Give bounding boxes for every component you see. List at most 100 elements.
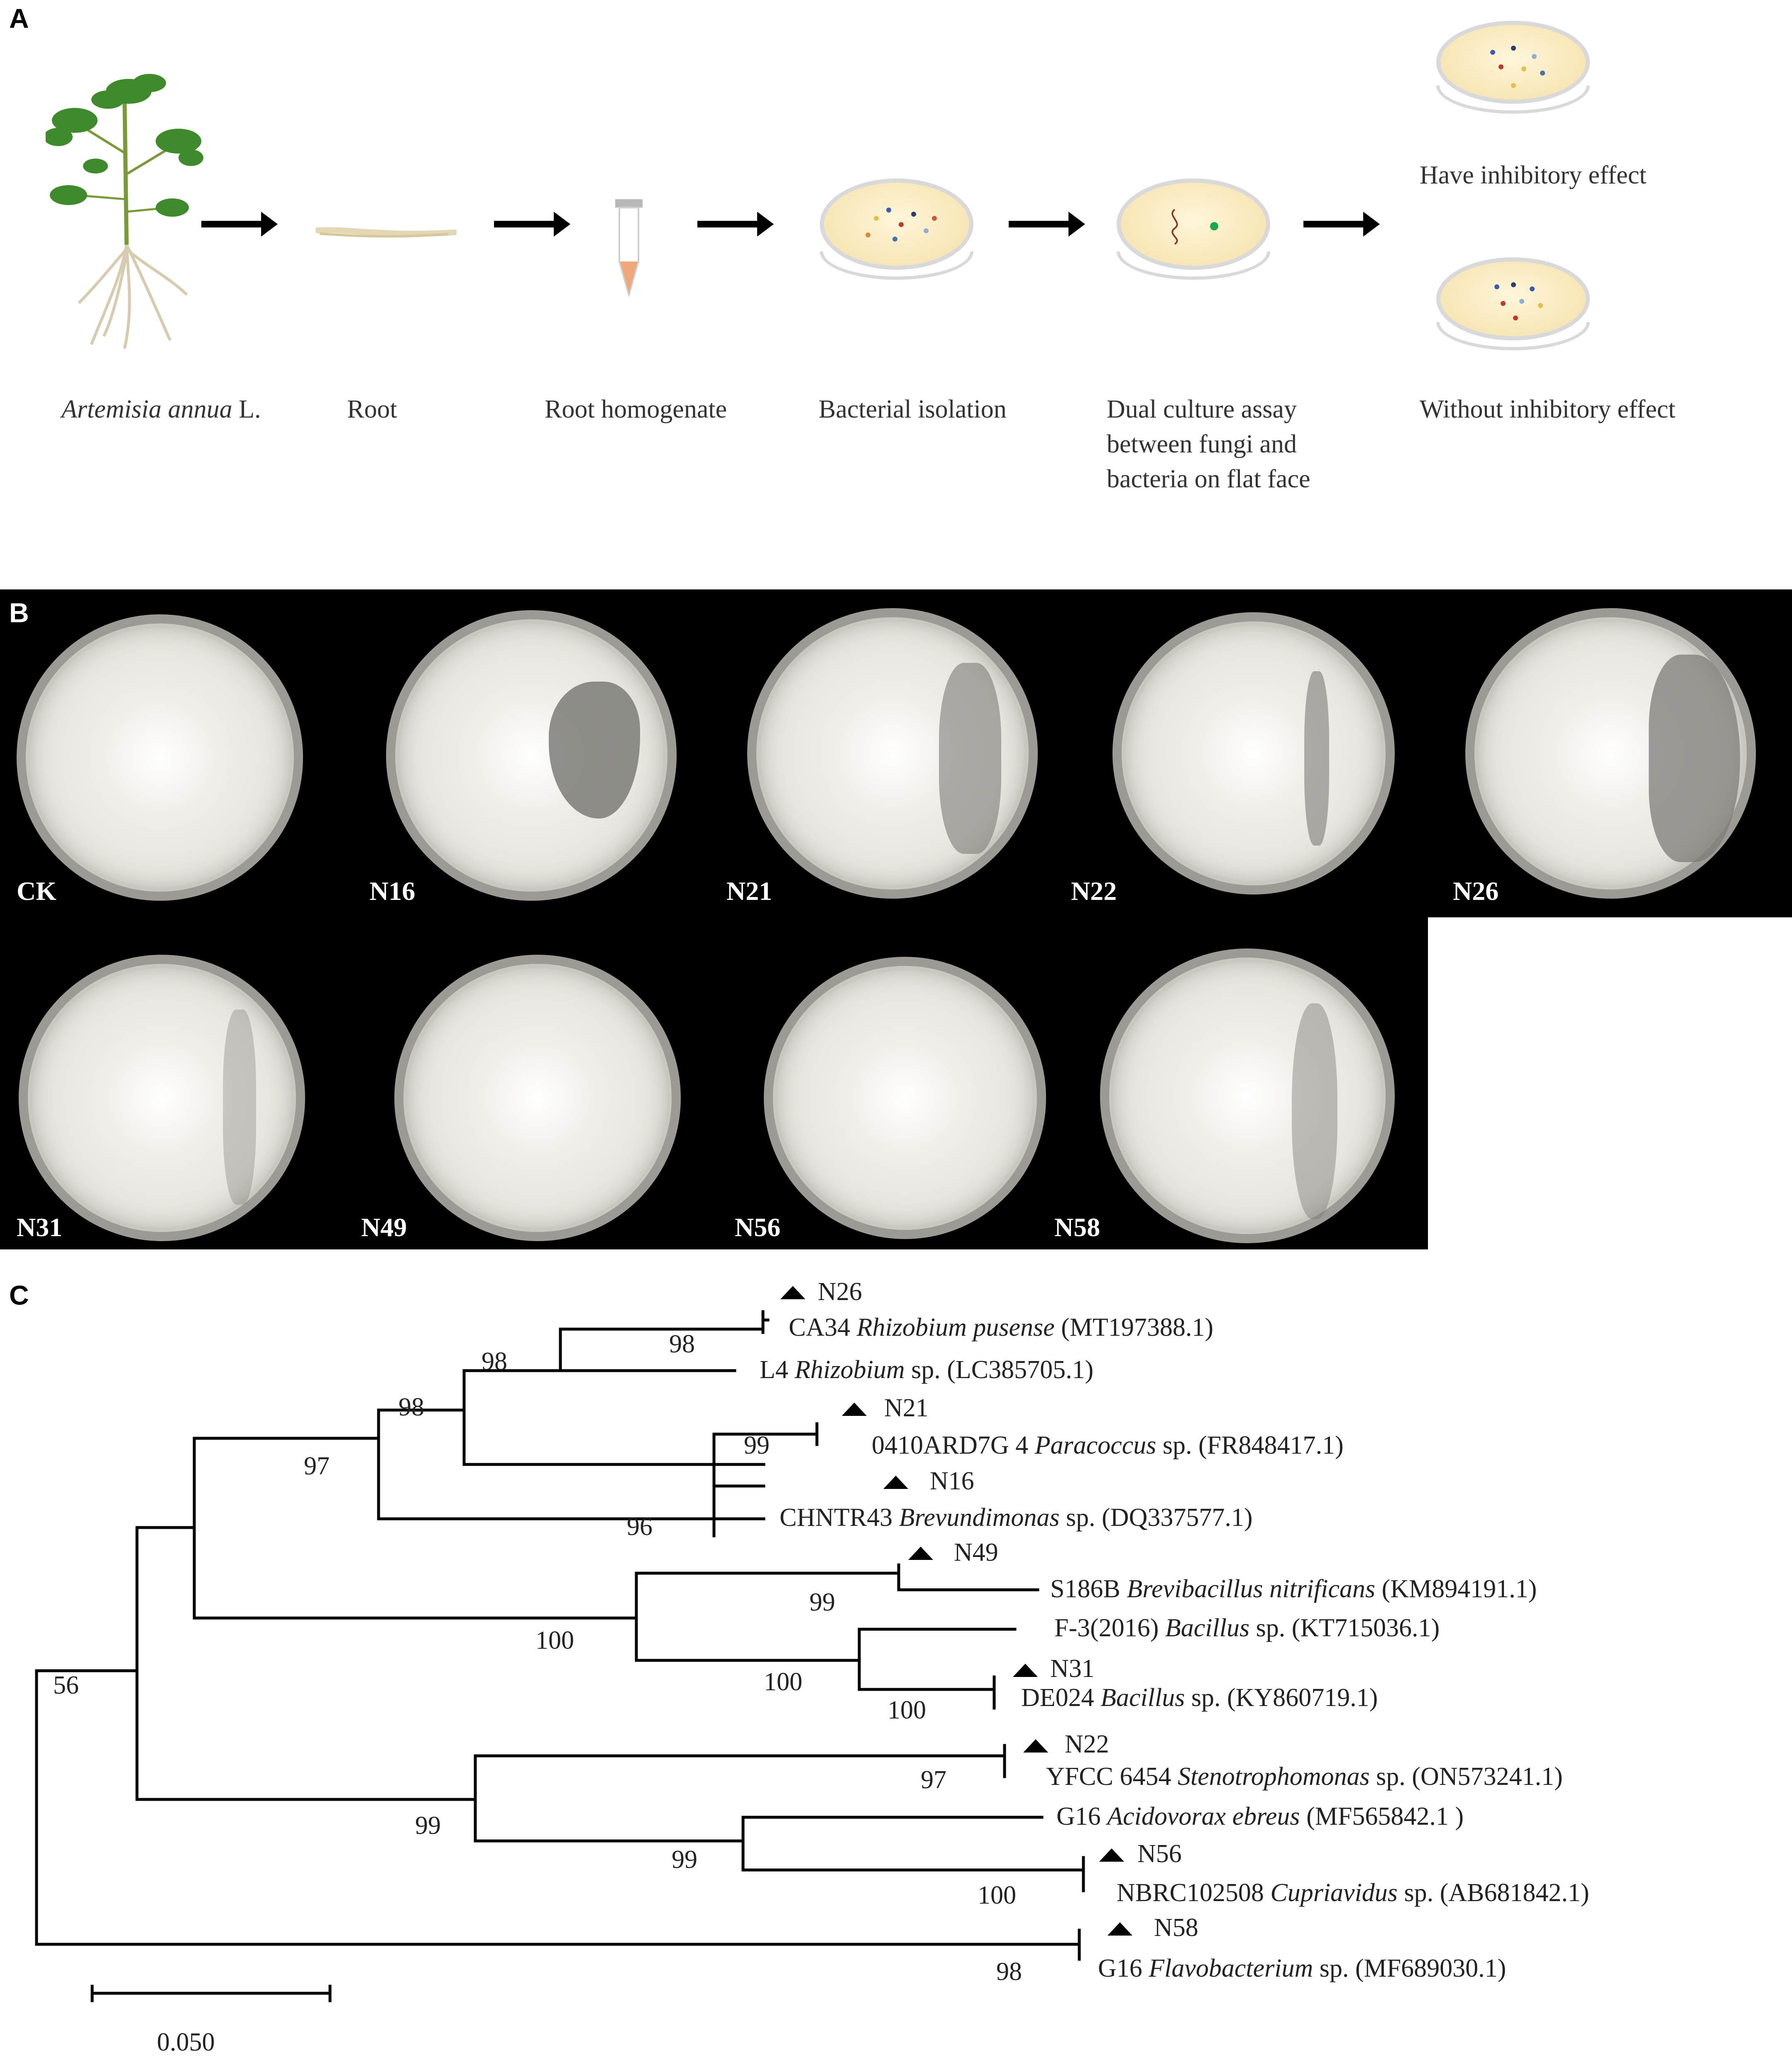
leaf-n56: N56 (1137, 1840, 1182, 1868)
no-inhibitory-dish (1436, 257, 1590, 350)
plate-n16 (386, 610, 677, 901)
scale-bar-label: 0.050 (157, 2028, 215, 2056)
marker-n22 (1023, 1739, 1048, 1753)
leaf-stenotrophomonas: YFCC 6454 Stenotrophomonas sp. (ON573241… (1046, 1762, 1563, 1791)
plate-label-n21: N21 (726, 876, 773, 906)
leaf-n26: N26 (818, 1278, 862, 1306)
arrow-3 (697, 212, 774, 237)
plate-n49 (394, 955, 681, 1241)
inhibition-zone-n16 (549, 682, 640, 819)
fungus-mark (1171, 209, 1178, 245)
plant-roots (78, 244, 188, 349)
inhibition-zone-n22 (1304, 671, 1329, 846)
root-illustration (315, 227, 457, 238)
leaf-n58: N58 (1154, 1914, 1198, 1942)
leaf-l4: L4 Rhizobium sp. (LC385705.1) (760, 1356, 1093, 1384)
leaf-n22: N22 (1065, 1730, 1109, 1758)
marker-n56 (1099, 1848, 1124, 1862)
panel-b-photo-row-2: N31 N49 N56 N58 (0, 917, 1428, 1249)
bootstrap-para: 99 (744, 1431, 770, 1459)
plate-n22 (1112, 612, 1395, 895)
plate-n31 (19, 955, 305, 1241)
bootstrap-beta-gamma: 99 (415, 1811, 441, 1840)
bootstrap-brev: 96 (627, 1513, 653, 1541)
plate-ck (17, 614, 303, 901)
marker-n49 (908, 1547, 933, 1560)
tree-leaf-labels: N26 CA34 Rhizobium pusense (MT197388.1) … (760, 1278, 1589, 1982)
bootstrap-cupri: 100 (978, 1881, 1016, 1909)
plant-illustration (46, 74, 203, 349)
marker-n58 (1107, 1922, 1132, 1936)
dual-culture-dish (1117, 178, 1270, 280)
arrow-2 (494, 212, 570, 237)
label-homogenate: Root homogenate (545, 395, 727, 423)
leaf-brevibacillus: S186B Brevibacillus nitrificans (KM89419… (1050, 1575, 1537, 1603)
leaf-n49: N49 (954, 1538, 998, 1567)
inhibitory-dish (1436, 21, 1590, 114)
marker-n21 (842, 1403, 867, 1416)
bootstrap-alpha: 98 (398, 1393, 424, 1421)
plate-label-ck: CK (17, 876, 56, 906)
inhibition-zone-n58 (1292, 1003, 1337, 1219)
leaf-de024-bacillus: DE024 Bacillus sp. (KY860719.1) (1021, 1684, 1378, 1712)
marker-n31 (1013, 1664, 1038, 1677)
panel-b-photo-row-1: CK N16 N21 N22 N26 (0, 589, 1792, 917)
bootstrap-rhizo-clade: 98 (482, 1347, 507, 1376)
bootstrap-brevibacillus: 99 (809, 1588, 835, 1616)
plate-label-n58: N58 (1054, 1212, 1100, 1242)
label-isolation: Bacterial isolation (819, 395, 1007, 423)
bootstrap-proteo: 97 (304, 1452, 330, 1480)
bootstrap-bacillus-clade: 100 (535, 1626, 574, 1655)
arrow-5 (1303, 212, 1380, 237)
plate-n56 (764, 957, 1046, 1239)
plate-n58 (1100, 948, 1395, 1243)
tube-illustration (615, 199, 643, 298)
phylogenetic-tree: N26 CA34 Rhizobium pusense (MT197388.1) … (35, 1278, 1589, 2056)
panel-c-letter: C (9, 1280, 29, 1310)
arrow-4 (1009, 212, 1085, 237)
bootstrap-root: 56 (53, 1671, 79, 1699)
bootstrap-n31-pair: 100 (887, 1696, 926, 1724)
bootstrap-rhizo-pair: 98 (669, 1330, 695, 1358)
plate-n21 (747, 608, 1038, 899)
leaf-ca34: CA34 Rhizobium pusense (MT197388.1) (789, 1313, 1213, 1342)
plate-label-n31: N31 (17, 1212, 63, 1242)
leaf-n21: N21 (884, 1394, 929, 1422)
label-artemisia: Artemisia annua L. (61, 395, 261, 423)
leaf-f3-bacillus: F-3(2016) Bacillus sp. (KT715036.1) (1054, 1614, 1440, 1642)
label-root: Root (347, 395, 397, 423)
panel-a-letter: A (9, 3, 29, 34)
tree-branches (35, 1310, 1085, 2002)
leaf-n16: N16 (930, 1467, 974, 1495)
arrow-1 (201, 212, 278, 237)
plant-leaves (46, 74, 203, 217)
plate-label-n49: N49 (361, 1212, 407, 1242)
inhibition-zone-n21 (939, 663, 1001, 854)
plate-label-n16: N16 (369, 876, 416, 906)
inhibition-zone-n26 (1649, 655, 1740, 862)
inhibition-zone-n31 (223, 1010, 256, 1205)
plate-label-n22: N22 (1071, 876, 1117, 906)
bootstrap-acido: 99 (672, 1845, 697, 1874)
plate-n26 (1465, 608, 1756, 899)
leaf-brevundimonas: CHNTR43 Brevundimonas sp. (DQ337577.1) (780, 1503, 1253, 1532)
leaf-paracoccus: 0410ARD7G 4 Paracoccus sp. (FR848417.1) (872, 1431, 1344, 1459)
bootstrap-flavo: 98 (996, 1958, 1022, 1986)
bootstrap-steno: 97 (921, 1766, 946, 1794)
plate-label-n26: N26 (1453, 876, 1499, 906)
bootstrap-values: 98 98 98 99 97 96 99 100 100 100 56 97 9… (53, 1330, 1022, 1986)
leaf-flavobacterium: G16 Flavobacterium sp. (MF689030.1) (1098, 1954, 1506, 1982)
leaf-cupriavidus: NBRC102508 Cupriavidus sp. (AB681842.1) (1117, 1879, 1589, 1907)
plate-label-n56: N56 (735, 1212, 781, 1242)
bootstrap-bacillus-sub: 100 (764, 1668, 802, 1696)
marker-n16 (883, 1476, 908, 1489)
label-dual-culture: Dual culture assay between fungi and bac… (1107, 395, 1310, 493)
leaf-acidovorax: G16 Acidovorax ebreus (MF565842.1 ) (1056, 1802, 1464, 1831)
isolation-dish (820, 178, 973, 280)
leaf-n31: N31 (1050, 1655, 1095, 1683)
isolate-markers (780, 1286, 1132, 1936)
marker-n26 (780, 1286, 805, 1299)
label-no-inhibitory: Without inhibitory effect (1420, 395, 1676, 423)
label-inhibitory: Have inhibitory effect (1420, 161, 1647, 189)
panel-b-letter: B (9, 597, 29, 628)
